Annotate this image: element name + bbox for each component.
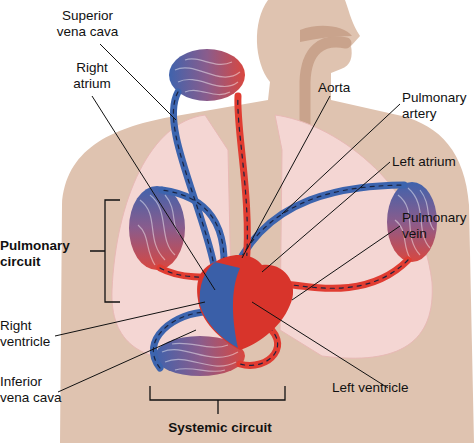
part-label: Pulmonary artery [402,90,474,121]
circuit-label: Pulmonary circuit [0,238,80,269]
nasal-cavity [300,26,352,42]
circuit-label: Systemic circuit [140,420,300,436]
part-label: Left atrium [392,154,474,170]
leader-lines [55,44,400,392]
body-silhouette [60,0,474,443]
part-label: Inferior vena cava [0,374,75,405]
bracket [90,200,285,414]
heart [197,255,293,350]
part-label: Aorta [318,80,388,96]
part-label: Right atrium [62,60,122,91]
part-label: Pulmonary vein [402,210,474,241]
part-label: Left ventricle [332,380,462,396]
part-label: Superior vena cava [50,8,125,39]
blood-vessels [153,92,408,368]
part-label: Right ventricle [0,318,70,349]
